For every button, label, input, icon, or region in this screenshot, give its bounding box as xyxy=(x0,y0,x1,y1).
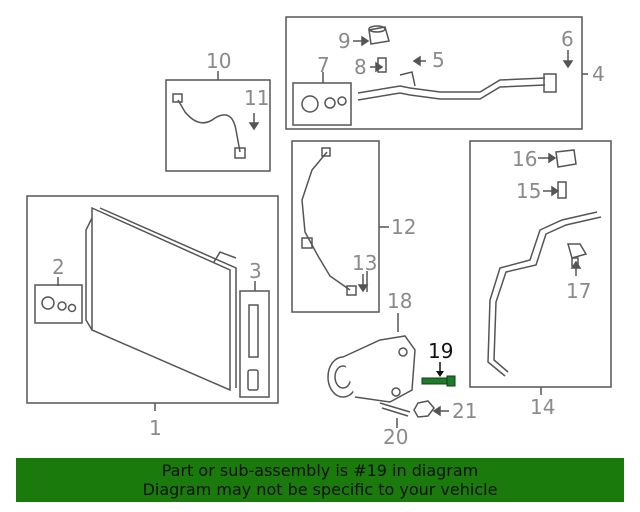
part-3-box xyxy=(239,290,270,398)
part-18-compressor xyxy=(327,335,416,403)
condenser-part xyxy=(85,206,237,392)
part-3-drier xyxy=(247,304,259,391)
part-12-box xyxy=(291,140,380,313)
callout-7: 7 xyxy=(317,53,330,77)
callout-9: 9 xyxy=(338,29,351,53)
callout-4: 4 xyxy=(592,62,605,86)
part-14-box xyxy=(469,140,612,388)
callout-20: 20 xyxy=(383,425,408,449)
info-banner: Part or sub-assembly is #19 in diagram D… xyxy=(16,458,624,502)
part-20-stud xyxy=(379,402,411,417)
banner-line-1: Part or sub-assembly is #19 in diagram xyxy=(161,461,479,480)
callout-3: 3 xyxy=(249,259,262,283)
banner-line-2: Diagram may not be specific to your vehi… xyxy=(142,480,498,499)
part-21-nut xyxy=(413,400,435,418)
part-14-line xyxy=(487,211,602,377)
callout-21: 21 xyxy=(452,399,477,423)
callout-16: 16 xyxy=(512,147,537,171)
callout-18: 18 xyxy=(387,289,412,313)
callout-5: 5 xyxy=(432,48,445,72)
part-19-bolt xyxy=(421,362,456,387)
callout-13: 13 xyxy=(352,251,377,275)
callout-14: 14 xyxy=(530,395,555,419)
callout-12: 12 xyxy=(391,215,416,239)
part-7-seal xyxy=(301,95,347,113)
part-15-valve xyxy=(557,181,567,199)
part-10-hose xyxy=(172,93,246,159)
callout-10: 10 xyxy=(206,49,231,73)
callout-1: 1 xyxy=(149,416,162,440)
part-2-seal xyxy=(41,296,77,313)
callout-19: 19 xyxy=(428,339,453,363)
callout-11: 11 xyxy=(244,86,269,110)
part-9-cap xyxy=(368,25,390,45)
callout-2: 2 xyxy=(52,255,65,279)
part-16-cap xyxy=(555,149,577,168)
parts-diagram: 1 2 3 4 5 6 7 8 9 10 11 12 13 14 15 16 1… xyxy=(26,16,612,449)
callout-8: 8 xyxy=(354,55,367,79)
part-12-hose xyxy=(301,147,357,296)
callout-6: 6 xyxy=(561,27,574,51)
part-4-line xyxy=(357,71,557,101)
callout-15: 15 xyxy=(516,179,541,203)
callout-17: 17 xyxy=(566,279,591,303)
